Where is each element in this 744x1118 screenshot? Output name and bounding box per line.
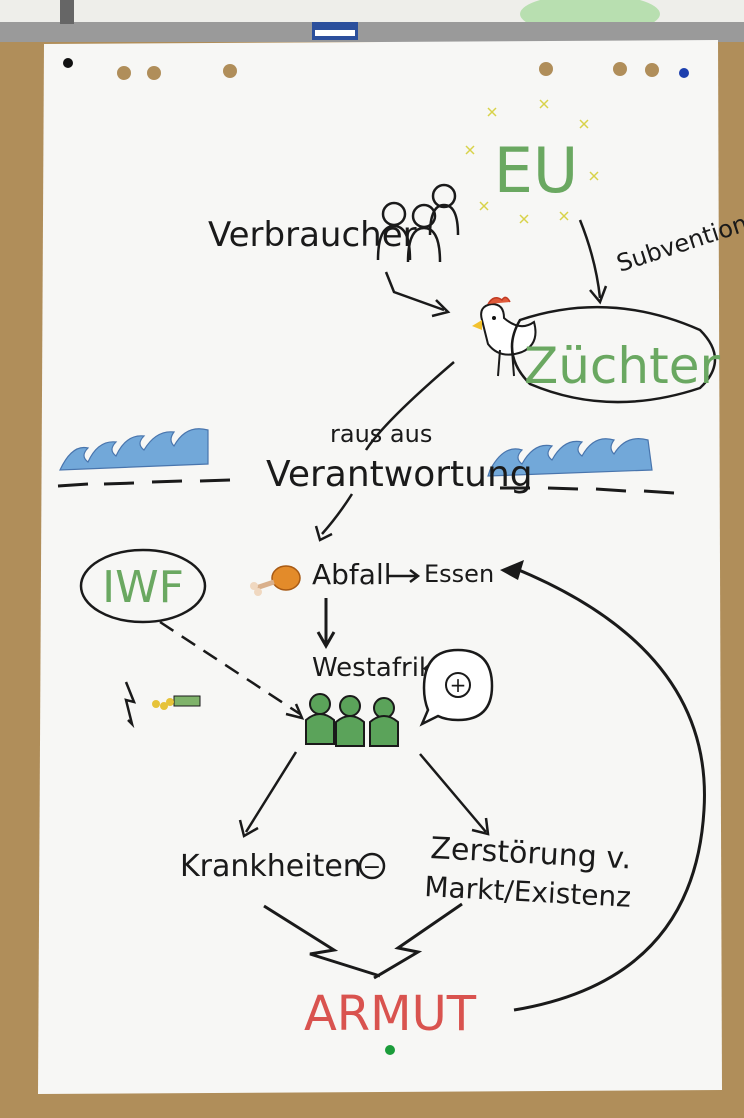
- lightning-icon: [124, 681, 137, 729]
- pin-icon: [385, 1045, 395, 1055]
- arrowhead: [500, 560, 524, 580]
- eu-stars-icon: [465, 99, 599, 224]
- label-plus: +: [450, 673, 467, 697]
- pin-icon: [679, 68, 689, 78]
- zuechter-oval: [510, 305, 717, 404]
- punch-hole: [147, 66, 161, 80]
- chicken-leg-icon: [250, 565, 301, 596]
- arrow-verbraucher-to-zuechter: [384, 271, 445, 312]
- arrow-abfall-to-essen: [388, 569, 421, 583]
- chicken-icon: [472, 296, 537, 377]
- westafrika-people-icon: [305, 693, 399, 747]
- plus-circle: [445, 672, 471, 698]
- label-abfall: Abfall: [312, 558, 392, 591]
- label-iwf: IWF: [102, 562, 184, 613]
- arrowhead: [431, 299, 451, 318]
- zigzag-right-to-armut: [373, 902, 463, 980]
- barcode-icon: [315, 30, 355, 36]
- arrow-eu-to-zuechter: [578, 219, 602, 299]
- arrow-armut-to-essen: [513, 566, 706, 1012]
- label-essen: Essen: [424, 560, 494, 588]
- waves-right-icon: [487, 438, 653, 477]
- label-verantwortung: Verantwortung: [266, 454, 533, 495]
- pin-icon: [63, 58, 73, 68]
- punch-hole: [117, 66, 131, 80]
- zigzag-left-to-armut: [263, 904, 381, 978]
- label-armut: ARMUT: [304, 986, 477, 1042]
- label-krankheiten: Krankheiten: [180, 849, 362, 884]
- speech-bubble: [419, 648, 494, 727]
- iwf-circle: [79, 548, 207, 624]
- punch-hole: [645, 63, 659, 77]
- people-icon: [376, 183, 460, 263]
- arrowhead: [314, 525, 333, 542]
- money-icon: [152, 695, 201, 710]
- flipchart-paper: [38, 40, 722, 1094]
- arrow-to-westafrika: [316, 598, 336, 650]
- label-zuechter: Züchter: [524, 337, 720, 395]
- punch-hole: [539, 62, 553, 76]
- arrow-to-zerstoerung: [419, 753, 490, 836]
- label-minus: −: [363, 855, 381, 880]
- arrow-to-krankheiten: [238, 751, 298, 838]
- arrowhead: [285, 703, 305, 720]
- dashed-line-right: [500, 486, 675, 495]
- dashed-arrow-iwf: [159, 620, 301, 716]
- line-zuechter-down: [364, 361, 455, 451]
- arrowhead: [589, 285, 608, 305]
- metal-rail: [0, 22, 744, 42]
- minus-circle: [358, 852, 386, 880]
- arrow-to-abfall: [321, 493, 354, 535]
- label-eu: EU: [494, 134, 579, 207]
- punch-hole: [613, 62, 627, 76]
- dashed-line-left: [57, 478, 231, 488]
- waves-left-icon: [59, 428, 209, 471]
- label-raus-aus: raus aus: [330, 420, 432, 448]
- rail-bracket: [60, 0, 74, 24]
- punch-hole: [223, 64, 237, 78]
